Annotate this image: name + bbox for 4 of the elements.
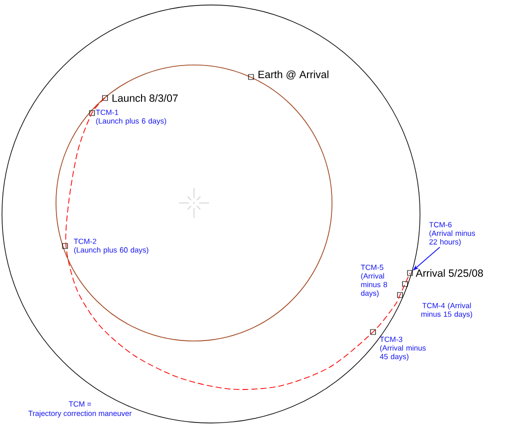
event-label: Launch 8/3/07 xyxy=(112,94,178,102)
event-label: Arrival 5/25/08 xyxy=(416,269,483,277)
transfer-trajectory xyxy=(65,98,410,390)
event-label: Earth @ Arrival xyxy=(258,70,328,80)
